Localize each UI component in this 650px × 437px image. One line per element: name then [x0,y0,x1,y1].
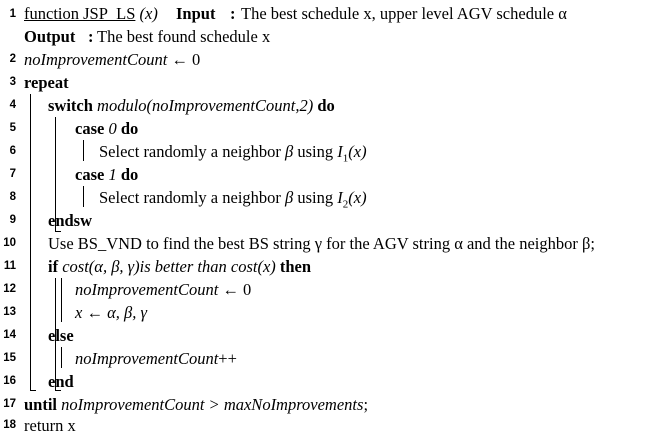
line-number: 18 [3,419,16,431]
keyword: do [317,96,335,115]
input-description: The best schedule x, upper level AGV sch… [241,4,567,23]
algorithm-line-7: 7 case 1 do [0,163,650,186]
function-param: (x) [139,4,158,23]
algorithm-line-2: 2 noImprovementCount ← 0 [0,48,650,71]
condition: noImprovementCount > maxNoImprovements [61,395,364,414]
variable: noImprovementCount [75,280,219,299]
algorithm-line-3: 3 repeat [0,71,650,94]
algorithm-line-8: 8 Select randomly a neighbor β using I2(… [0,186,650,211]
line-number: 6 [9,145,16,157]
if-block-tick [55,390,61,391]
keyword: case [75,119,105,138]
keyword: do [120,165,139,184]
line-number: 14 [3,329,16,341]
subscript: 1 [342,152,349,165]
then-body-bar [61,278,62,322]
algorithm-line-16: 16 end [0,370,650,393]
line-number: 7 [9,168,16,180]
keyword: then [279,257,312,276]
line-number: 3 [9,76,16,88]
keyword: if [48,257,59,276]
terminator: ; [363,395,369,414]
case-1-bar [83,186,84,207]
keyword: endsw [48,211,93,230]
assignment: ← 0 [218,280,252,299]
line-number: 12 [3,283,16,295]
if-block-bar [55,278,56,391]
algorithm-line-15: 15 noImprovementCount++ [0,347,650,370]
switch-block-tick [55,231,61,232]
keyword: until [24,395,58,414]
function-name: function JSP_LS [24,4,136,23]
algorithm-line-13: 13 x ← α, β, γ [0,301,650,324]
line-number: 17 [3,398,16,410]
input-colon: : [230,4,236,23]
keyword: repeat [24,73,69,92]
line-number: 13 [3,306,16,318]
algorithm-line-10: 10 Use BS_VND to find the best BS string… [0,232,650,255]
line-number: 4 [9,99,16,111]
greek-symbol: β [285,188,294,207]
text: using [293,188,338,207]
subscript: 2 [342,198,349,211]
keyword: end [48,372,74,391]
argument: (x) [348,142,367,161]
case-value: 0 [108,119,117,138]
else-body-bar [61,347,62,368]
keyword: switch [48,96,93,115]
greek-symbol: β [285,142,294,161]
algorithm-line-6: 6 Select randomly a neighbor β using I1(… [0,140,650,165]
output-colon: : [88,27,94,46]
function-symbol: I [337,142,343,161]
line-number: 8 [9,191,16,203]
algorithm-line-12: 12 noImprovementCount ← 0 [0,278,650,301]
function-symbol: I [337,188,343,207]
line-number: 10 [3,237,16,249]
keyword: case [75,165,105,184]
line-number: 5 [9,122,16,134]
line-number: 15 [3,352,16,364]
line-number: 16 [3,375,16,387]
line-number: 11 [3,260,16,272]
line-number: 1 [9,8,16,20]
case-0-bar [83,140,84,161]
statement: return x [24,416,76,435]
line-number: 9 [9,214,16,226]
text: Select randomly a neighbor [99,188,286,207]
algorithm-line-18: 18 return x [0,414,650,437]
increment: ++ [218,349,237,368]
statement: Use BS_VND to find the best BS string γ … [48,234,595,253]
keyword: do [120,119,139,138]
repeat-block-tick [30,390,36,391]
algorithm-line-17: 17 until noImprovementCount > maxNoImpro… [0,393,650,416]
line-number: 2 [9,53,16,65]
algorithm-line-11: 11 if cost(α, β, γ)is better than cost(x… [0,255,650,278]
algorithm-output-line: Output : The best found schedule x [0,25,650,48]
algorithm-line-9: 9 endsw [0,209,650,232]
algorithm-line-4: 4 switch modulo(noImprovementCount,2) do [0,94,650,117]
repeat-block-bar [30,94,31,391]
case-value: 1 [108,165,117,184]
argument: (x) [348,188,367,207]
variable: noImprovementCount [24,50,168,69]
function-signature: function JSP_LS (x) [24,2,158,25]
algorithm-line-14: 14 else [0,324,650,347]
output-label: Output [24,27,76,46]
keyword: else [48,326,74,345]
input-label: Input [176,4,216,23]
output-description: The best found schedule x [97,27,271,46]
text: using [293,142,338,161]
text: Select randomly a neighbor [99,142,286,161]
algorithm-line-5: 5 case 0 do [0,117,650,140]
algorithm-header-line: 1 function JSP_LS (x) Input : The best s… [0,2,650,25]
assignment: ← 0 [167,50,201,69]
variable: noImprovementCount [75,349,219,368]
expression: modulo(noImprovementCount,2) [97,96,314,115]
switch-block-bar [55,117,56,232]
condition: cost(α, β, γ)is better than cost(x) [62,257,276,276]
statement: x ← α, β, γ [75,303,147,322]
